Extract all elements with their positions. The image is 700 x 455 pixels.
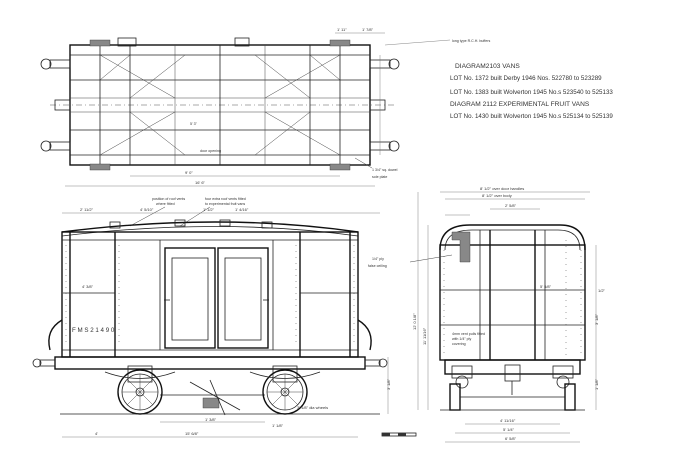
- plan-dim-mid: 5' 3": [190, 122, 198, 126]
- buffer-left-bottom: [49, 141, 71, 151]
- notes-block: DIAGRAM2103 VANS LOT No. 1372 built Derb…: [450, 63, 613, 120]
- side-brake-block: [202, 397, 220, 409]
- end-vent-note-3: covering: [452, 342, 466, 346]
- side-dim-b: 4' 5/10": [140, 207, 154, 212]
- plan-label-door: door opening: [200, 149, 221, 153]
- end-dim-mid: 5' 5/8": [540, 284, 552, 289]
- side-vent-note-1: position of roof vents: [152, 197, 185, 201]
- side-roof: [61, 221, 359, 233]
- end-dim-bottom-2: 5' 1/4": [503, 427, 515, 432]
- end-vent-note-1: 4mm vent pulls fitted: [452, 332, 485, 336]
- end-dim-side-2: 3' 1/8": [594, 313, 599, 325]
- buffer-left-top: [49, 59, 71, 69]
- side-solebar: [54, 356, 366, 370]
- side-door-left: [164, 247, 216, 349]
- end-elevation: 8' 1/2" over door handles 8' 1/2" over b…: [368, 186, 606, 443]
- end-roof-note-2: false ceiling: [368, 264, 387, 268]
- plan-view: 1' 11" 1' 7/8" long type R.C.H. buffers: [40, 27, 490, 187]
- side-vent-note-2b: to experimental fruit vans: [205, 202, 245, 206]
- plan-overall: 16' 6": [195, 180, 206, 185]
- end-dim-height-2: 11' 11/16": [422, 327, 427, 345]
- side-lettering: F M S 2 1 4 9 0: [72, 327, 115, 334]
- plan-dim-top2: 1' 7/8": [362, 27, 374, 32]
- side-dim-c: 1' 1/2": [203, 207, 215, 212]
- side-body: [61, 231, 359, 358]
- end-dim-height: 12' 0 1/8": [412, 313, 417, 330]
- side-dim-len: 15' 6/8": [185, 431, 199, 436]
- note-lot-2: LOT No. 1383 built Wolverton 1945 No.s 5…: [450, 89, 613, 96]
- end-dim-side-1: 1/2": [598, 288, 606, 293]
- plan-label-dowel: 1 3/4" sq. dowel: [372, 168, 398, 172]
- side-vent-note-1b: where fitted: [156, 202, 175, 206]
- side-dim-wheel: 3' 1/8" dia wheels: [297, 405, 328, 410]
- end-roof: [439, 224, 586, 251]
- side-dim-height: 3' 1/8": [386, 378, 391, 390]
- side-dim-under-2: 1' 1/8": [272, 423, 284, 428]
- end-dim-bottom-3: 6' 5/8": [505, 436, 517, 441]
- side-vent-note-2: four extra roof vents fitted: [205, 197, 246, 201]
- note-title-2: DIAGRAM 2112 EXPERIMENTAL FRUIT VANS: [450, 101, 590, 108]
- end-roof-note-1: 1/4" ply: [372, 257, 384, 261]
- note-lot-3: LOT No. 1430 built Wolverton 1945 No.s 5…: [450, 113, 613, 120]
- end-headstock: [444, 359, 581, 375]
- plan-dim-top1: 1' 11": [337, 27, 347, 32]
- side-dim-len-left: 4': [95, 431, 98, 436]
- side-dim-under-1: 1' 3/8": [205, 417, 217, 422]
- note-title-1: DIAGRAM2103 VANS: [455, 63, 520, 70]
- side-dim-e: 4' 3/8": [82, 284, 94, 289]
- side-door-right: [217, 247, 269, 349]
- end-dim-body: 8' 1/2" over body: [482, 193, 512, 198]
- end-dim-side-3: 1' 1/8": [594, 378, 599, 390]
- end-dim-bottom-1: 4' 11/16": [500, 418, 516, 423]
- end-dim-inner: 2' 5/8": [505, 203, 517, 208]
- note-lot-1: LOT No. 1372 built Derby 1946 Nos. 52278…: [450, 75, 602, 82]
- end-dim-top: 8' 1/2" over door handles: [480, 186, 524, 191]
- side-elevation: position of roof vents where fitted four…: [32, 197, 391, 438]
- plan-wheelbase: 9' 0": [185, 170, 193, 175]
- side-dim-a: 2' 11/2": [80, 207, 94, 212]
- end-vent-note-2: with 1/4" ply: [452, 337, 471, 341]
- scale-bar: [381, 432, 417, 437]
- end-ceiling-section: [451, 231, 471, 263]
- side-dim-d: 1' 4/16": [235, 207, 249, 212]
- plan-label-sole: sole plate: [372, 175, 387, 179]
- plan-buffer-note: long type R.C.H. buffers: [452, 39, 490, 43]
